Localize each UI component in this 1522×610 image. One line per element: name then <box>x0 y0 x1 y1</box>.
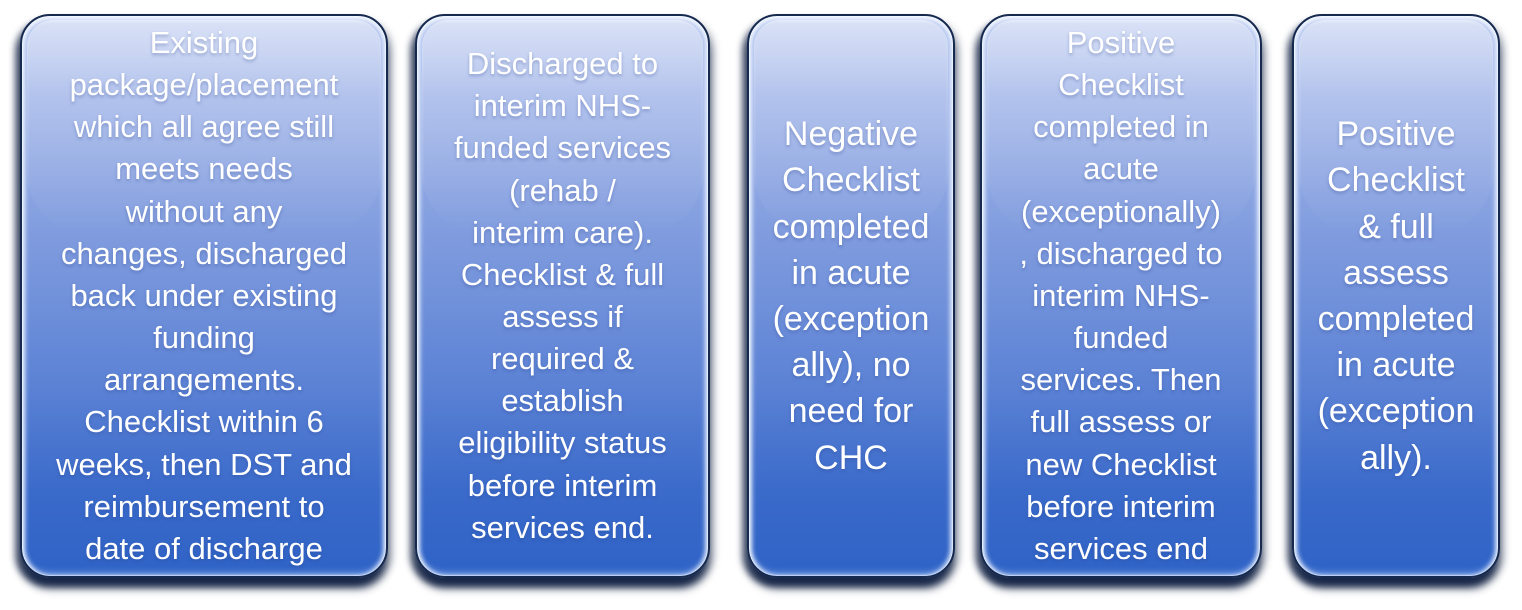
pathway-box-discharged-interim: Discharged to interim NHS- funded servic… <box>415 14 710 578</box>
pathway-box-discharged-interim-text: Discharged to interim NHS- funded servic… <box>453 46 672 545</box>
pathway-box-positive-checklist-interim-text: Positive Checklist completed in acute (e… <box>1019 24 1223 566</box>
pathway-box-existing-package-text: Existing package/placement which all agr… <box>56 24 352 566</box>
pathway-box-positive-checklist-interim: Positive Checklist completed in acute (e… <box>980 14 1262 578</box>
pathway-box-negative-checklist-text: Negative Checklist completed in acute (e… <box>772 115 930 477</box>
pathway-box-positive-checklist-acute-text: Positive Checklist & full assess complet… <box>1317 115 1475 477</box>
pathway-box-existing-package: Existing package/placement which all agr… <box>20 14 388 578</box>
pathway-box-positive-checklist-acute: Positive Checklist & full assess complet… <box>1292 14 1500 578</box>
pathway-box-negative-checklist: Negative Checklist completed in acute (e… <box>747 14 955 578</box>
